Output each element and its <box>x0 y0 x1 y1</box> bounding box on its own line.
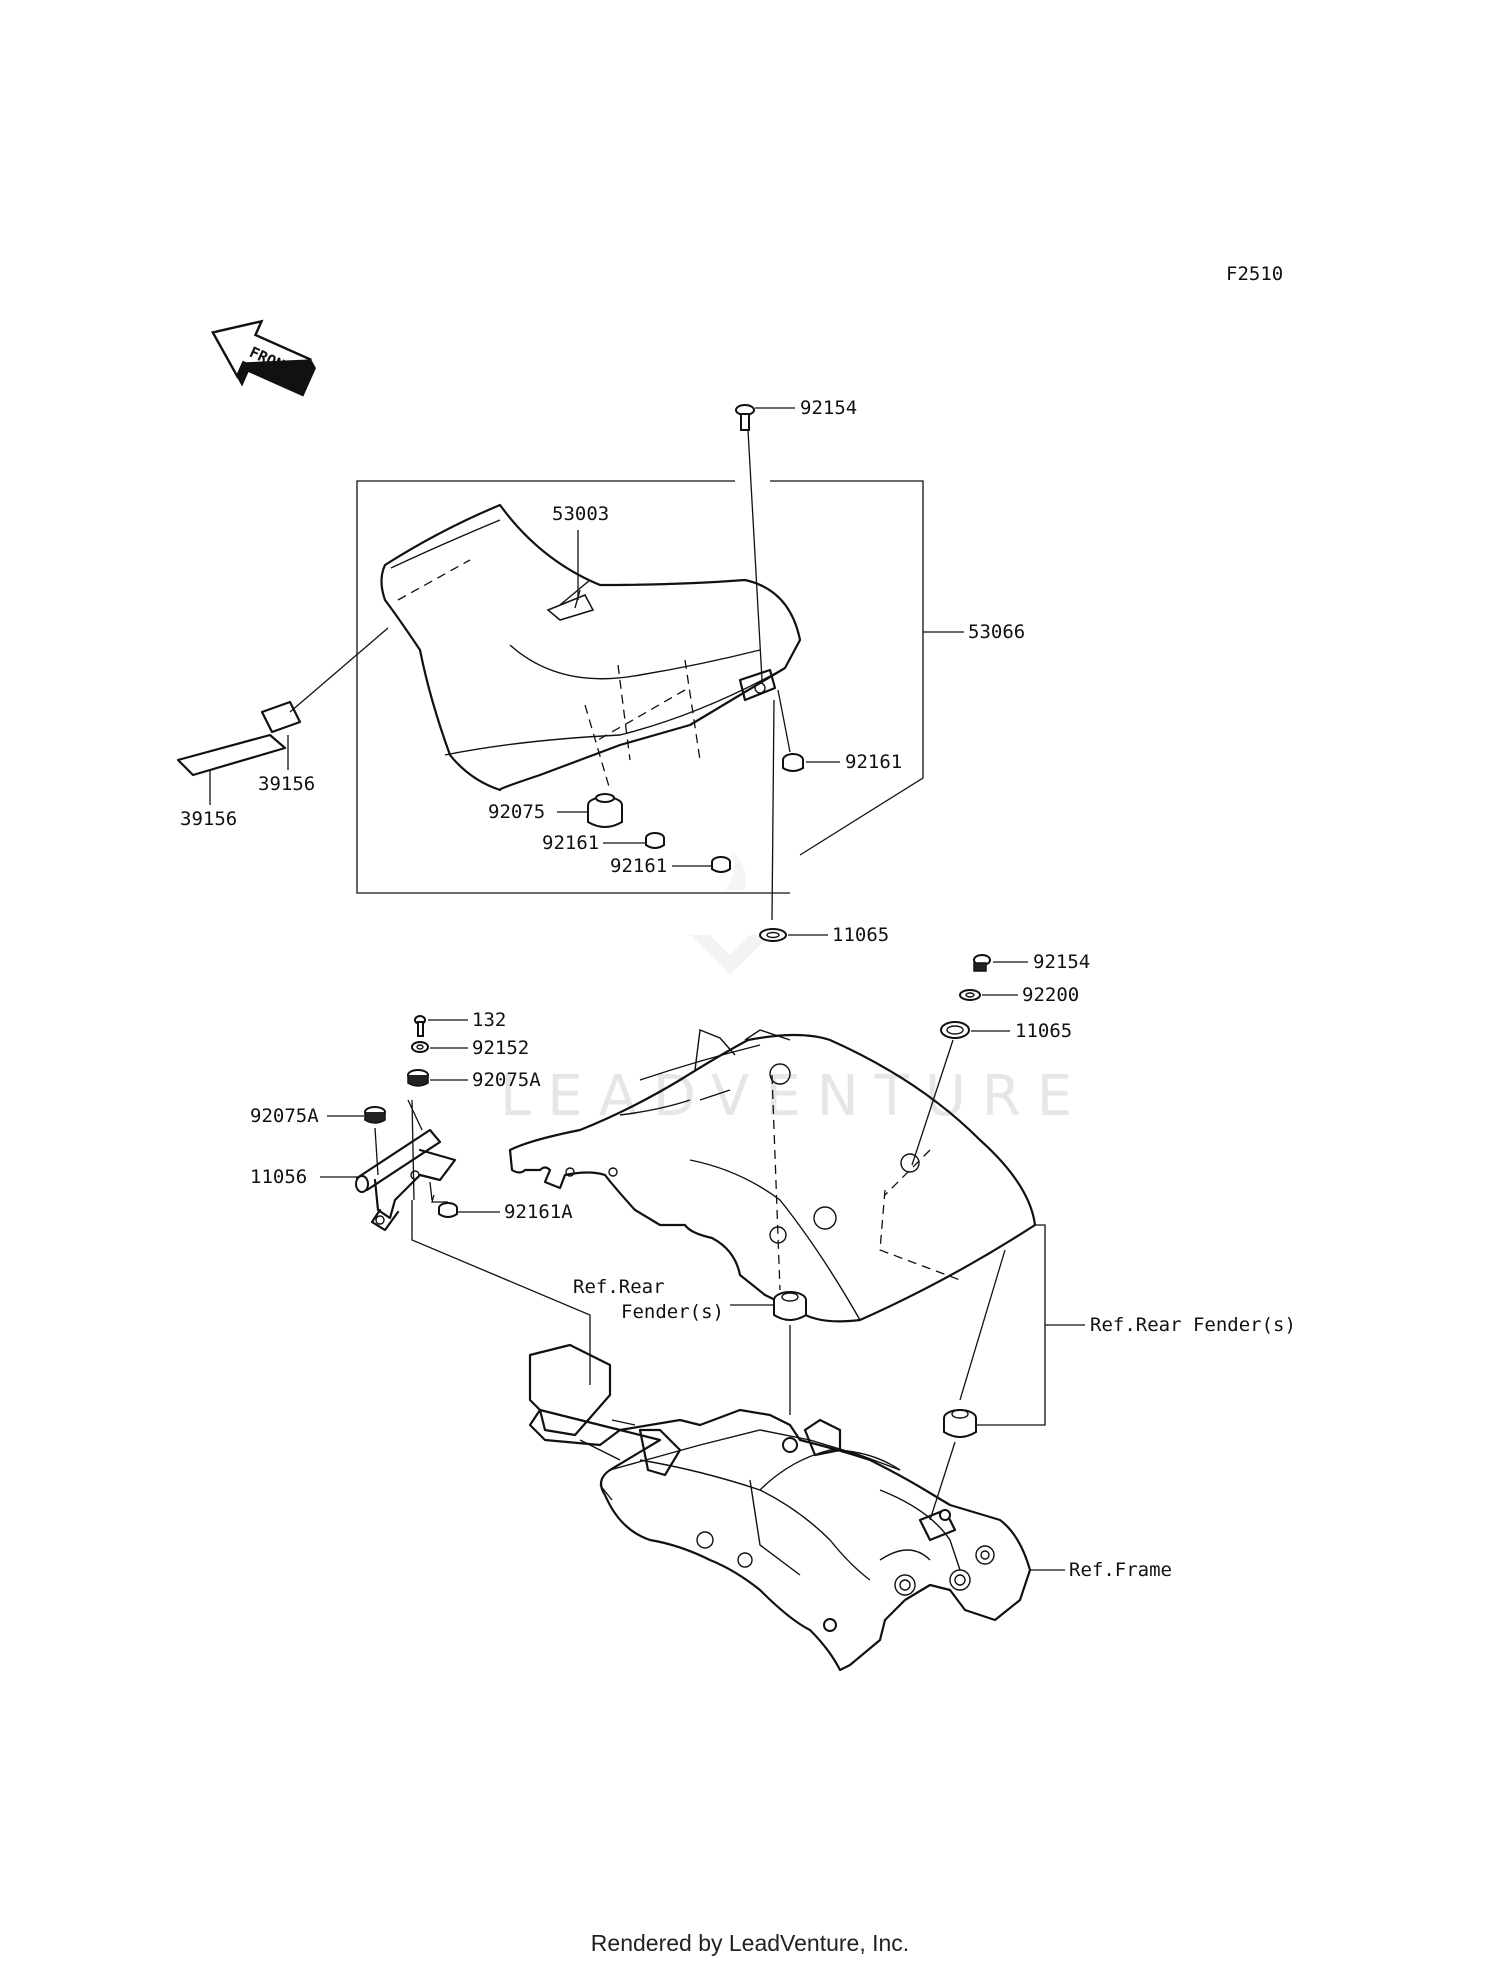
seat-assembly-box <box>356 480 924 894</box>
label-92161-a: 92161 <box>542 832 599 854</box>
leader-92161A-stub <box>431 1194 448 1203</box>
grommet-ref-rear-fender <box>773 1291 807 1321</box>
label-92161A: 92161A <box>504 1201 573 1223</box>
label-11065-center: 11065 <box>832 924 889 946</box>
frame <box>528 1343 1032 1672</box>
label-ref-frame: Ref.Frame <box>1069 1559 1172 1581</box>
axis-stack-c <box>429 1181 433 1201</box>
grommet-frame-right <box>943 1409 977 1438</box>
label-92075A-b: 92075A <box>250 1105 319 1127</box>
footer-credit: Rendered by LeadVenture, Inc. <box>590 1930 910 1956</box>
leader-bracket-to-frame <box>411 1200 591 1385</box>
bracket-ref-rear-fender-2 <box>965 1224 1085 1426</box>
axis-top-bolt <box>747 429 763 681</box>
label-53066: 53066 <box>968 621 1025 643</box>
label-92200: 92200 <box>1022 984 1079 1006</box>
label-11065-right: 11065 <box>1015 1020 1072 1042</box>
bolt-92154-top <box>735 404 755 431</box>
axis-92075A-b <box>374 1127 379 1176</box>
dash-hook-b <box>684 659 701 761</box>
grommet-92075A-a <box>407 1069 429 1087</box>
label-132: 132 <box>472 1009 506 1031</box>
rear-fender <box>508 1029 1037 1323</box>
dash-fender-center <box>771 1074 781 1291</box>
axis-stack-b <box>407 1099 423 1131</box>
nut-92161-right <box>782 753 804 772</box>
washer-92152 <box>411 1041 429 1053</box>
leader-fender-right-grommet <box>959 1249 1006 1401</box>
axis-stack-a <box>411 1099 415 1201</box>
grommet-92075 <box>587 793 623 828</box>
label-92075: 92075 <box>488 801 545 823</box>
nut-92161A <box>438 1202 458 1218</box>
axis-92161-right <box>777 689 791 753</box>
dash-hook-c <box>584 704 611 791</box>
label-39156-b: 39156 <box>180 808 237 830</box>
washer-11065-right <box>940 1021 970 1039</box>
dash-hook-d <box>597 689 686 741</box>
figure-code: F2510 <box>1226 263 1283 285</box>
nut-92161-b <box>711 856 731 873</box>
label-ref-rear-b: Fender(s) <box>621 1301 724 1323</box>
axis-center <box>771 699 775 921</box>
bolt-92154-right <box>973 954 991 972</box>
nut-92161-a <box>645 832 665 849</box>
front-arrow-icon: FRONT <box>210 319 316 397</box>
grommet-92075A-b <box>364 1106 386 1124</box>
label-92075A-a: 92075A <box>472 1069 541 1091</box>
bolt-132 <box>414 1015 426 1037</box>
label-92161-right: 92161 <box>845 751 902 773</box>
label-92154-right: 92154 <box>1033 951 1090 973</box>
axis-frame-right <box>929 1441 956 1521</box>
label-ref-rear-fender-2: Ref.Rear Fender(s) <box>1090 1314 1296 1336</box>
label-39156-a: 39156 <box>258 773 315 795</box>
seat <box>380 503 802 792</box>
label-92154-top: 92154 <box>800 397 857 419</box>
axis-right <box>911 1039 954 1166</box>
watermark-logo <box>690 850 770 975</box>
label-53003: 53003 <box>552 503 609 525</box>
bracket-11056 <box>355 1128 457 1232</box>
dash-hook-a <box>617 664 631 761</box>
label-92152: 92152 <box>472 1037 529 1059</box>
watermark-text: LEADVENTURE <box>500 1064 1088 1129</box>
label-92161-b: 92161 <box>610 855 667 877</box>
washer-92200 <box>959 989 981 1001</box>
leader-strap <box>289 627 389 713</box>
washer-11065-center <box>759 928 787 942</box>
label-ref-rear-a: Ref.Rear <box>573 1276 665 1298</box>
label-11056: 11056 <box>250 1166 307 1188</box>
strap-39156 <box>176 700 302 777</box>
